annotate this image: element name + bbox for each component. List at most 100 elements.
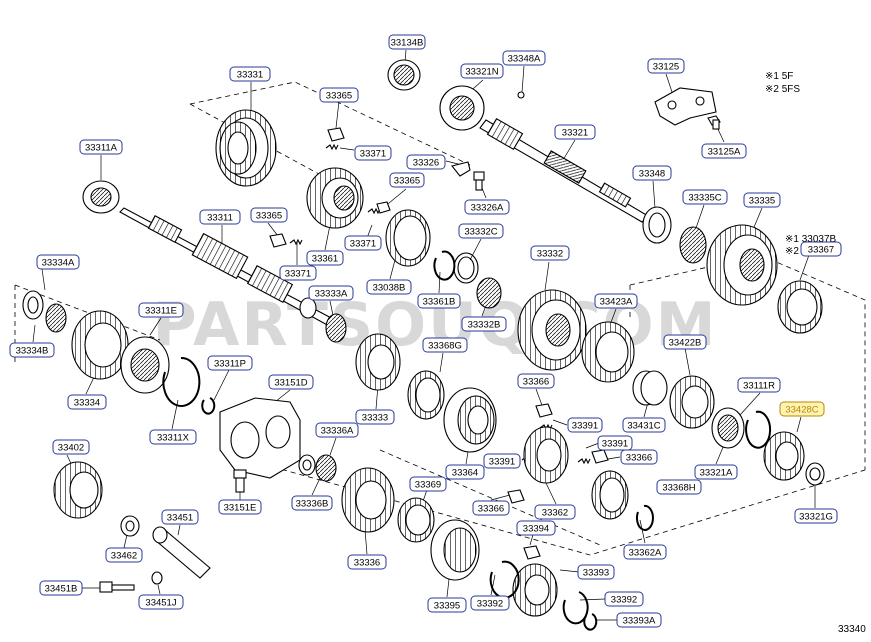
part-label-box[interactable] [694, 464, 738, 480]
part-label-text[interactable]: 33335C [688, 193, 721, 204]
part-label-text[interactable]: 33368H [662, 483, 695, 494]
part-label-box[interactable] [308, 285, 354, 301]
part-label-33366b[interactable]: 33366 [620, 449, 658, 465]
part-label-33451b[interactable]: 33451B [39, 580, 83, 596]
part-label-box[interactable] [347, 554, 387, 570]
part-label-box[interactable] [218, 499, 262, 515]
part-label-33395[interactable]: 33395 [427, 597, 467, 613]
part-label-box[interactable] [268, 374, 314, 390]
part-label-33348a[interactable]: 33348A [502, 50, 546, 66]
part-label-33134b[interactable]: 33134B [388, 34, 426, 50]
part-label-text[interactable]: 33151D [274, 378, 307, 389]
part-label-33371c[interactable]: 33371 [279, 265, 317, 281]
part-label-box[interactable] [517, 373, 555, 389]
part-label-text[interactable]: 33368G [428, 341, 462, 352]
part-label-box[interactable] [9, 342, 55, 358]
part-label-text[interactable]: 33391 [572, 421, 598, 432]
part-label-text[interactable]: 33422B [669, 338, 702, 349]
part-label-33331[interactable]: 33331 [229, 66, 271, 82]
part-label-box[interactable] [409, 476, 447, 492]
part-label-box[interactable] [67, 394, 107, 410]
part-label-text[interactable]: 33365 [326, 91, 352, 102]
part-label-33311a[interactable]: 33311A [79, 139, 123, 155]
part-label-33367[interactable]: 33367 [800, 241, 842, 257]
part-label-33366a[interactable]: 33366 [517, 373, 555, 389]
part-label-33393[interactable]: 33393 [577, 564, 615, 580]
part-label-33326[interactable]: 33326 [406, 154, 446, 170]
part-label-33348[interactable]: 33348 [632, 165, 672, 181]
part-label-box[interactable] [389, 172, 425, 188]
part-label-box[interactable] [250, 207, 288, 223]
part-label-box[interactable] [800, 241, 842, 257]
part-label-33371a[interactable]: 33371 [354, 145, 392, 161]
part-label-box[interactable] [464, 199, 510, 215]
part-label-33332c[interactable]: 33332C [458, 223, 504, 239]
part-label-box[interactable] [445, 464, 485, 480]
part-label-33336[interactable]: 33336 [347, 554, 387, 570]
part-label-33462[interactable]: 33462 [105, 547, 143, 563]
part-label-box[interactable] [470, 595, 510, 611]
part-label-33334[interactable]: 33334 [67, 394, 107, 410]
part-label-text[interactable]: 33365 [394, 176, 420, 187]
part-label-box[interactable] [427, 597, 467, 613]
part-label-box[interactable] [597, 435, 633, 451]
part-label-33336a[interactable]: 33336A [315, 422, 359, 438]
part-label-text[interactable]: 33366 [478, 504, 504, 515]
part-label-box[interactable] [422, 337, 468, 353]
part-label-text[interactable]: 33326 [413, 158, 439, 169]
part-label-text[interactable]: 33334A [42, 258, 75, 269]
part-label-33361b[interactable]: 33361B [417, 293, 461, 309]
part-label-33394[interactable]: 33394 [516, 520, 556, 536]
part-label-text[interactable]: 33334B [16, 346, 49, 357]
part-label-33365a[interactable]: 33365 [319, 87, 359, 103]
part-label-text[interactable]: 33311P [214, 359, 246, 370]
part-label-text[interactable]: 33431C [627, 421, 660, 432]
part-label-box[interactable] [279, 265, 317, 281]
part-label-33361[interactable]: 33361 [306, 250, 344, 266]
part-label-text[interactable]: 33332C [464, 227, 497, 238]
part-label-box[interactable] [52, 439, 90, 455]
part-label-text[interactable]: 33451J [145, 598, 176, 609]
part-label-text[interactable]: 33336A [321, 426, 354, 437]
part-label-33362a[interactable]: 33362A [623, 544, 667, 560]
part-label-text[interactable]: 33151E [224, 503, 257, 514]
part-label-33364[interactable]: 33364 [445, 464, 485, 480]
part-label-text[interactable]: 33321A [700, 468, 733, 479]
part-label-33321n[interactable]: 33321N [460, 63, 504, 79]
part-label-box[interactable] [366, 279, 412, 295]
part-label-33321[interactable]: 33321 [554, 124, 596, 140]
part-label-text[interactable]: 33395 [434, 601, 460, 612]
part-label-text[interactable]: 33311E [145, 306, 177, 317]
part-label-33151d[interactable]: 33151D [268, 374, 314, 390]
part-label-text[interactable]: 33321G [799, 512, 833, 523]
part-label-box[interactable] [743, 192, 781, 208]
part-label-text[interactable]: 33393A [623, 616, 656, 627]
part-label-box[interactable] [647, 58, 685, 74]
part-label-box[interactable] [138, 594, 184, 610]
part-label-box[interactable] [406, 154, 446, 170]
part-label-33402[interactable]: 33402 [52, 439, 90, 455]
part-label-text[interactable]: 33391 [602, 439, 628, 450]
part-label-box[interactable] [530, 245, 570, 261]
part-label-box[interactable] [79, 139, 123, 155]
part-label-box[interactable] [632, 165, 672, 181]
part-label-box[interactable] [577, 564, 615, 580]
part-label-text[interactable]: 33451 [167, 513, 193, 524]
part-label-33362[interactable]: 33362 [534, 504, 576, 520]
part-label-box[interactable] [291, 495, 333, 511]
part-label-box[interactable] [105, 547, 143, 563]
part-label-box[interactable] [779, 401, 825, 417]
part-label-33391b[interactable]: 33391 [597, 435, 633, 451]
part-label-33332b[interactable]: 33332B [461, 316, 507, 332]
part-label-box[interactable] [36, 254, 80, 270]
part-label-box[interactable] [502, 50, 546, 66]
part-label-box[interactable] [161, 509, 199, 525]
part-label-text[interactable]: 33366 [626, 453, 652, 464]
part-label-box[interactable] [229, 66, 271, 82]
part-label-33335[interactable]: 33335 [743, 192, 781, 208]
part-label-33431c[interactable]: 33431C [622, 417, 666, 433]
part-label-box[interactable] [354, 145, 392, 161]
part-label-text[interactable]: 33348A [508, 54, 541, 65]
part-label-33392a[interactable]: 33392 [470, 595, 510, 611]
part-label-33333a[interactable]: 33333A [308, 285, 354, 301]
